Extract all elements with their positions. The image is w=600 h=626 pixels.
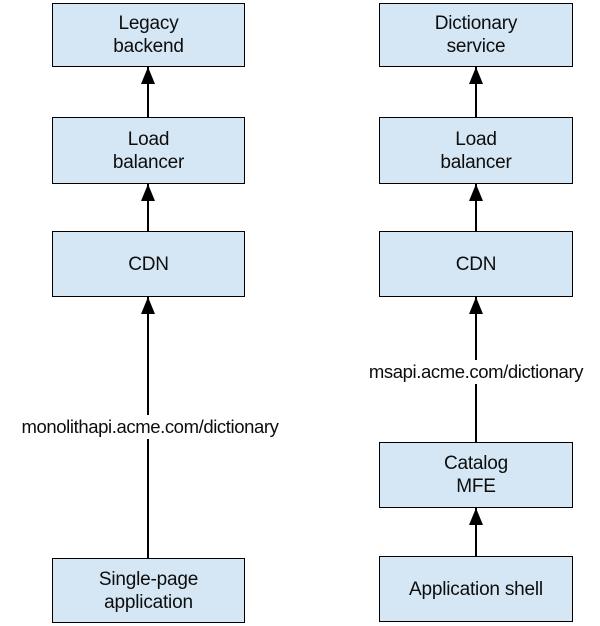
- node-label-line: CDN: [455, 253, 497, 275]
- arrow-cdn-to-load-balancer-right: [475, 184, 477, 231]
- node-label-line: CDN: [128, 253, 169, 275]
- node-label-line: balancer: [112, 151, 185, 173]
- node-dictionary-service: Dictionary service: [379, 3, 573, 67]
- node-label-line: balancer: [440, 151, 512, 173]
- node-application-shell: Application shell: [379, 556, 573, 622]
- node-legacy-backend: Legacy backend: [52, 3, 245, 67]
- node-catalog-mfe: Catalog MFE: [379, 442, 573, 508]
- arrow-cdn-to-load-balancer-left: [147, 184, 149, 231]
- node-label-line: Catalog: [443, 453, 509, 474]
- node-label-line: application: [104, 591, 193, 613]
- node-label-line: backend: [113, 36, 184, 57]
- node-cdn-right: CDN: [379, 231, 573, 297]
- node-label-line: Legacy: [118, 13, 179, 34]
- node-label-line: Application shell: [409, 578, 543, 600]
- edge-label-ms-api-url: msapi.acme.com/dictionary: [346, 360, 600, 384]
- node-label-line: Single-page: [98, 568, 199, 590]
- node-load-balancer-left: Load balancer: [52, 117, 245, 184]
- node-label-line: Dictionary: [434, 13, 518, 34]
- node-label-line: Load: [455, 128, 497, 150]
- arrow-load-balancer-to-legacy-backend: [147, 67, 149, 117]
- node-load-balancer-right: Load balancer: [379, 117, 573, 184]
- edge-label-monolith-api-url: monolithapi.acme.com/dictionary: [0, 415, 300, 439]
- arrow-load-balancer-to-dictionary-service: [475, 67, 477, 117]
- node-label-line: MFE: [456, 476, 496, 497]
- node-label-line: service: [446, 36, 506, 57]
- node-label-line: Load: [127, 128, 170, 150]
- node-cdn-left: CDN: [52, 231, 245, 297]
- arrow-application-shell-to-catalog-mfe: [475, 508, 477, 556]
- node-single-page-application: Single-page application: [52, 558, 245, 623]
